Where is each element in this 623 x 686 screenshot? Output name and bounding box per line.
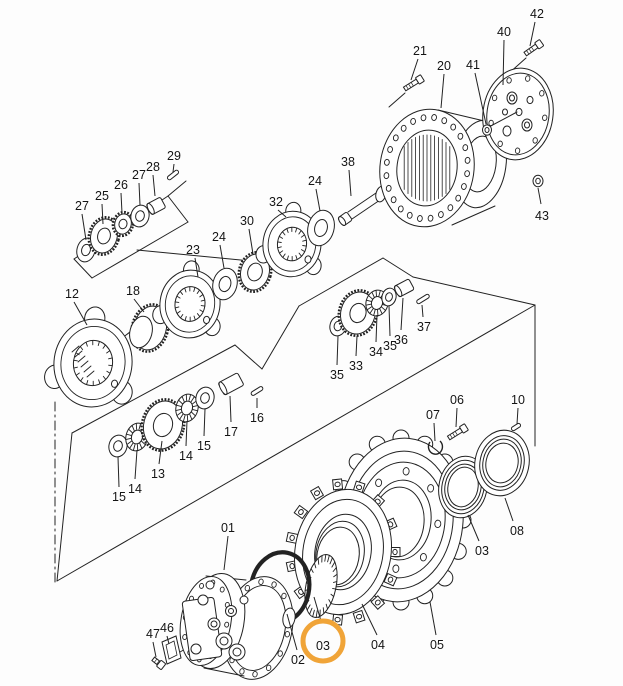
part-label-28-10[interactable]: 28	[146, 160, 160, 174]
part-label-41-4[interactable]: 41	[466, 58, 480, 72]
leader-line-29-11	[172, 163, 175, 173]
leader-line-03-37	[313, 596, 322, 622]
assembly-group-lines	[54, 57, 536, 653]
leader-lines	[73, 21, 542, 658]
part-label-18-13[interactable]: 18	[126, 284, 140, 298]
leader-line-32-17	[277, 209, 287, 218]
leader-line-24-18	[315, 188, 321, 212]
part-label-08-41[interactable]: 08	[510, 524, 524, 538]
part-label-26-8[interactable]: 26	[114, 178, 128, 192]
part-label-32-17[interactable]: 32	[269, 195, 283, 209]
leader-line-37-25	[421, 304, 424, 318]
part-label-25-7[interactable]: 25	[95, 189, 109, 203]
part-label-46-34[interactable]: 46	[160, 621, 174, 635]
leader-line-35-23	[388, 305, 391, 337]
part-label-13-28[interactable]: 13	[151, 467, 165, 481]
leader-line-24-15	[219, 244, 225, 269]
leader-line-14-27	[134, 449, 138, 480]
part-label-07-42[interactable]: 07	[426, 408, 440, 422]
part-label-01-35[interactable]: 01	[221, 521, 235, 535]
part-label-15-30[interactable]: 15	[197, 439, 211, 453]
leader-line-23-14	[194, 257, 199, 278]
part-label-43-5[interactable]: 43	[535, 209, 549, 223]
leader-line-05-39	[429, 601, 437, 636]
selection-highlight-layer	[300, 618, 346, 664]
part-label-20-3[interactable]: 20	[437, 59, 451, 73]
leader-line-07-42	[433, 422, 436, 442]
leader-line-47-33	[152, 641, 157, 658]
part-label-03-37[interactable]: 03	[316, 639, 330, 653]
leader-line-36-24	[400, 297, 404, 331]
leader-line-13-28	[158, 440, 163, 465]
part-label-14-29[interactable]: 14	[179, 449, 193, 463]
leader-line-46-34	[166, 635, 170, 645]
part-label-06-43[interactable]: 06	[450, 393, 464, 407]
part-label-37-25[interactable]: 37	[417, 320, 431, 334]
leader-line-10-44	[516, 407, 519, 425]
leader-line-02-36	[286, 613, 298, 651]
part-label-34-22[interactable]: 34	[369, 345, 383, 359]
part-label-12-12[interactable]: 12	[65, 287, 79, 301]
leader-line-43-5	[537, 187, 542, 205]
part-label-30-16[interactable]: 30	[240, 214, 254, 228]
leader-line-41-4	[474, 72, 487, 125]
part-label-27-6[interactable]: 27	[75, 199, 89, 213]
part-label-02-36[interactable]: 02	[291, 653, 305, 667]
leader-line-28-10	[152, 174, 156, 197]
part-label-38-19[interactable]: 38	[341, 155, 355, 169]
leader-line-38-19	[348, 169, 352, 197]
leader-line-35-20	[336, 335, 339, 366]
part-label-27-9[interactable]: 27	[132, 168, 146, 182]
leader-line-30-16	[248, 228, 254, 255]
parts-layer	[44, 39, 554, 680]
part-label-10-44[interactable]: 10	[511, 393, 525, 407]
leader-line-12-12	[73, 301, 88, 326]
part-label-33-21[interactable]: 33	[349, 359, 363, 373]
part-label-40-1[interactable]: 40	[497, 25, 511, 39]
part-label-36-24[interactable]: 36	[394, 333, 408, 347]
leader-line-15-26	[117, 456, 120, 488]
leader-line-25-7	[101, 203, 104, 225]
part-label-05-39[interactable]: 05	[430, 638, 444, 652]
part-label-35-23[interactable]: 35	[383, 339, 397, 353]
leader-line-08-41	[504, 497, 514, 522]
part-label-47-33[interactable]: 47	[146, 627, 160, 641]
selected-part-highlight-circle[interactable]	[300, 618, 346, 664]
part-label-03-40[interactable]: 03	[475, 544, 489, 558]
part-label-15-26[interactable]: 15	[112, 490, 126, 504]
leader-line-33-21	[355, 335, 358, 357]
part-label-42-0[interactable]: 42	[530, 7, 544, 21]
part-label-24-18[interactable]: 24	[308, 174, 322, 188]
leader-line-06-43	[455, 407, 458, 428]
leader-line-20-3	[440, 73, 445, 109]
leader-line-40-1	[502, 39, 505, 86]
leader-line-15-30	[203, 408, 206, 437]
part-label-35-20[interactable]: 35	[330, 368, 344, 382]
leader-line-17-31	[229, 395, 232, 423]
part-label-16-32[interactable]: 16	[250, 411, 264, 425]
leader-line-21-2	[410, 58, 419, 81]
part-label-23-14[interactable]: 23	[186, 243, 200, 257]
leader-line-42-0	[529, 21, 536, 47]
part-label-04-38[interactable]: 04	[371, 638, 385, 652]
part-label-29-11[interactable]: 29	[167, 149, 181, 163]
leader-line-27-9	[138, 182, 141, 206]
part-label-21-2[interactable]: 21	[413, 44, 427, 58]
leader-line-01-35	[223, 535, 229, 571]
part-label-14-27[interactable]: 14	[128, 482, 142, 496]
part-label-17-31[interactable]: 17	[224, 425, 238, 439]
leader-line-27-6	[81, 213, 87, 241]
leader-line-18-13	[133, 298, 145, 313]
part-label-24-15[interactable]: 24	[212, 230, 226, 244]
leader-line-34-22	[375, 314, 378, 343]
leader-line-14-29	[185, 420, 188, 447]
leader-line-26-8	[120, 192, 123, 214]
leader-line-04-38	[361, 603, 378, 636]
leader-line-03-40	[467, 514, 480, 542]
